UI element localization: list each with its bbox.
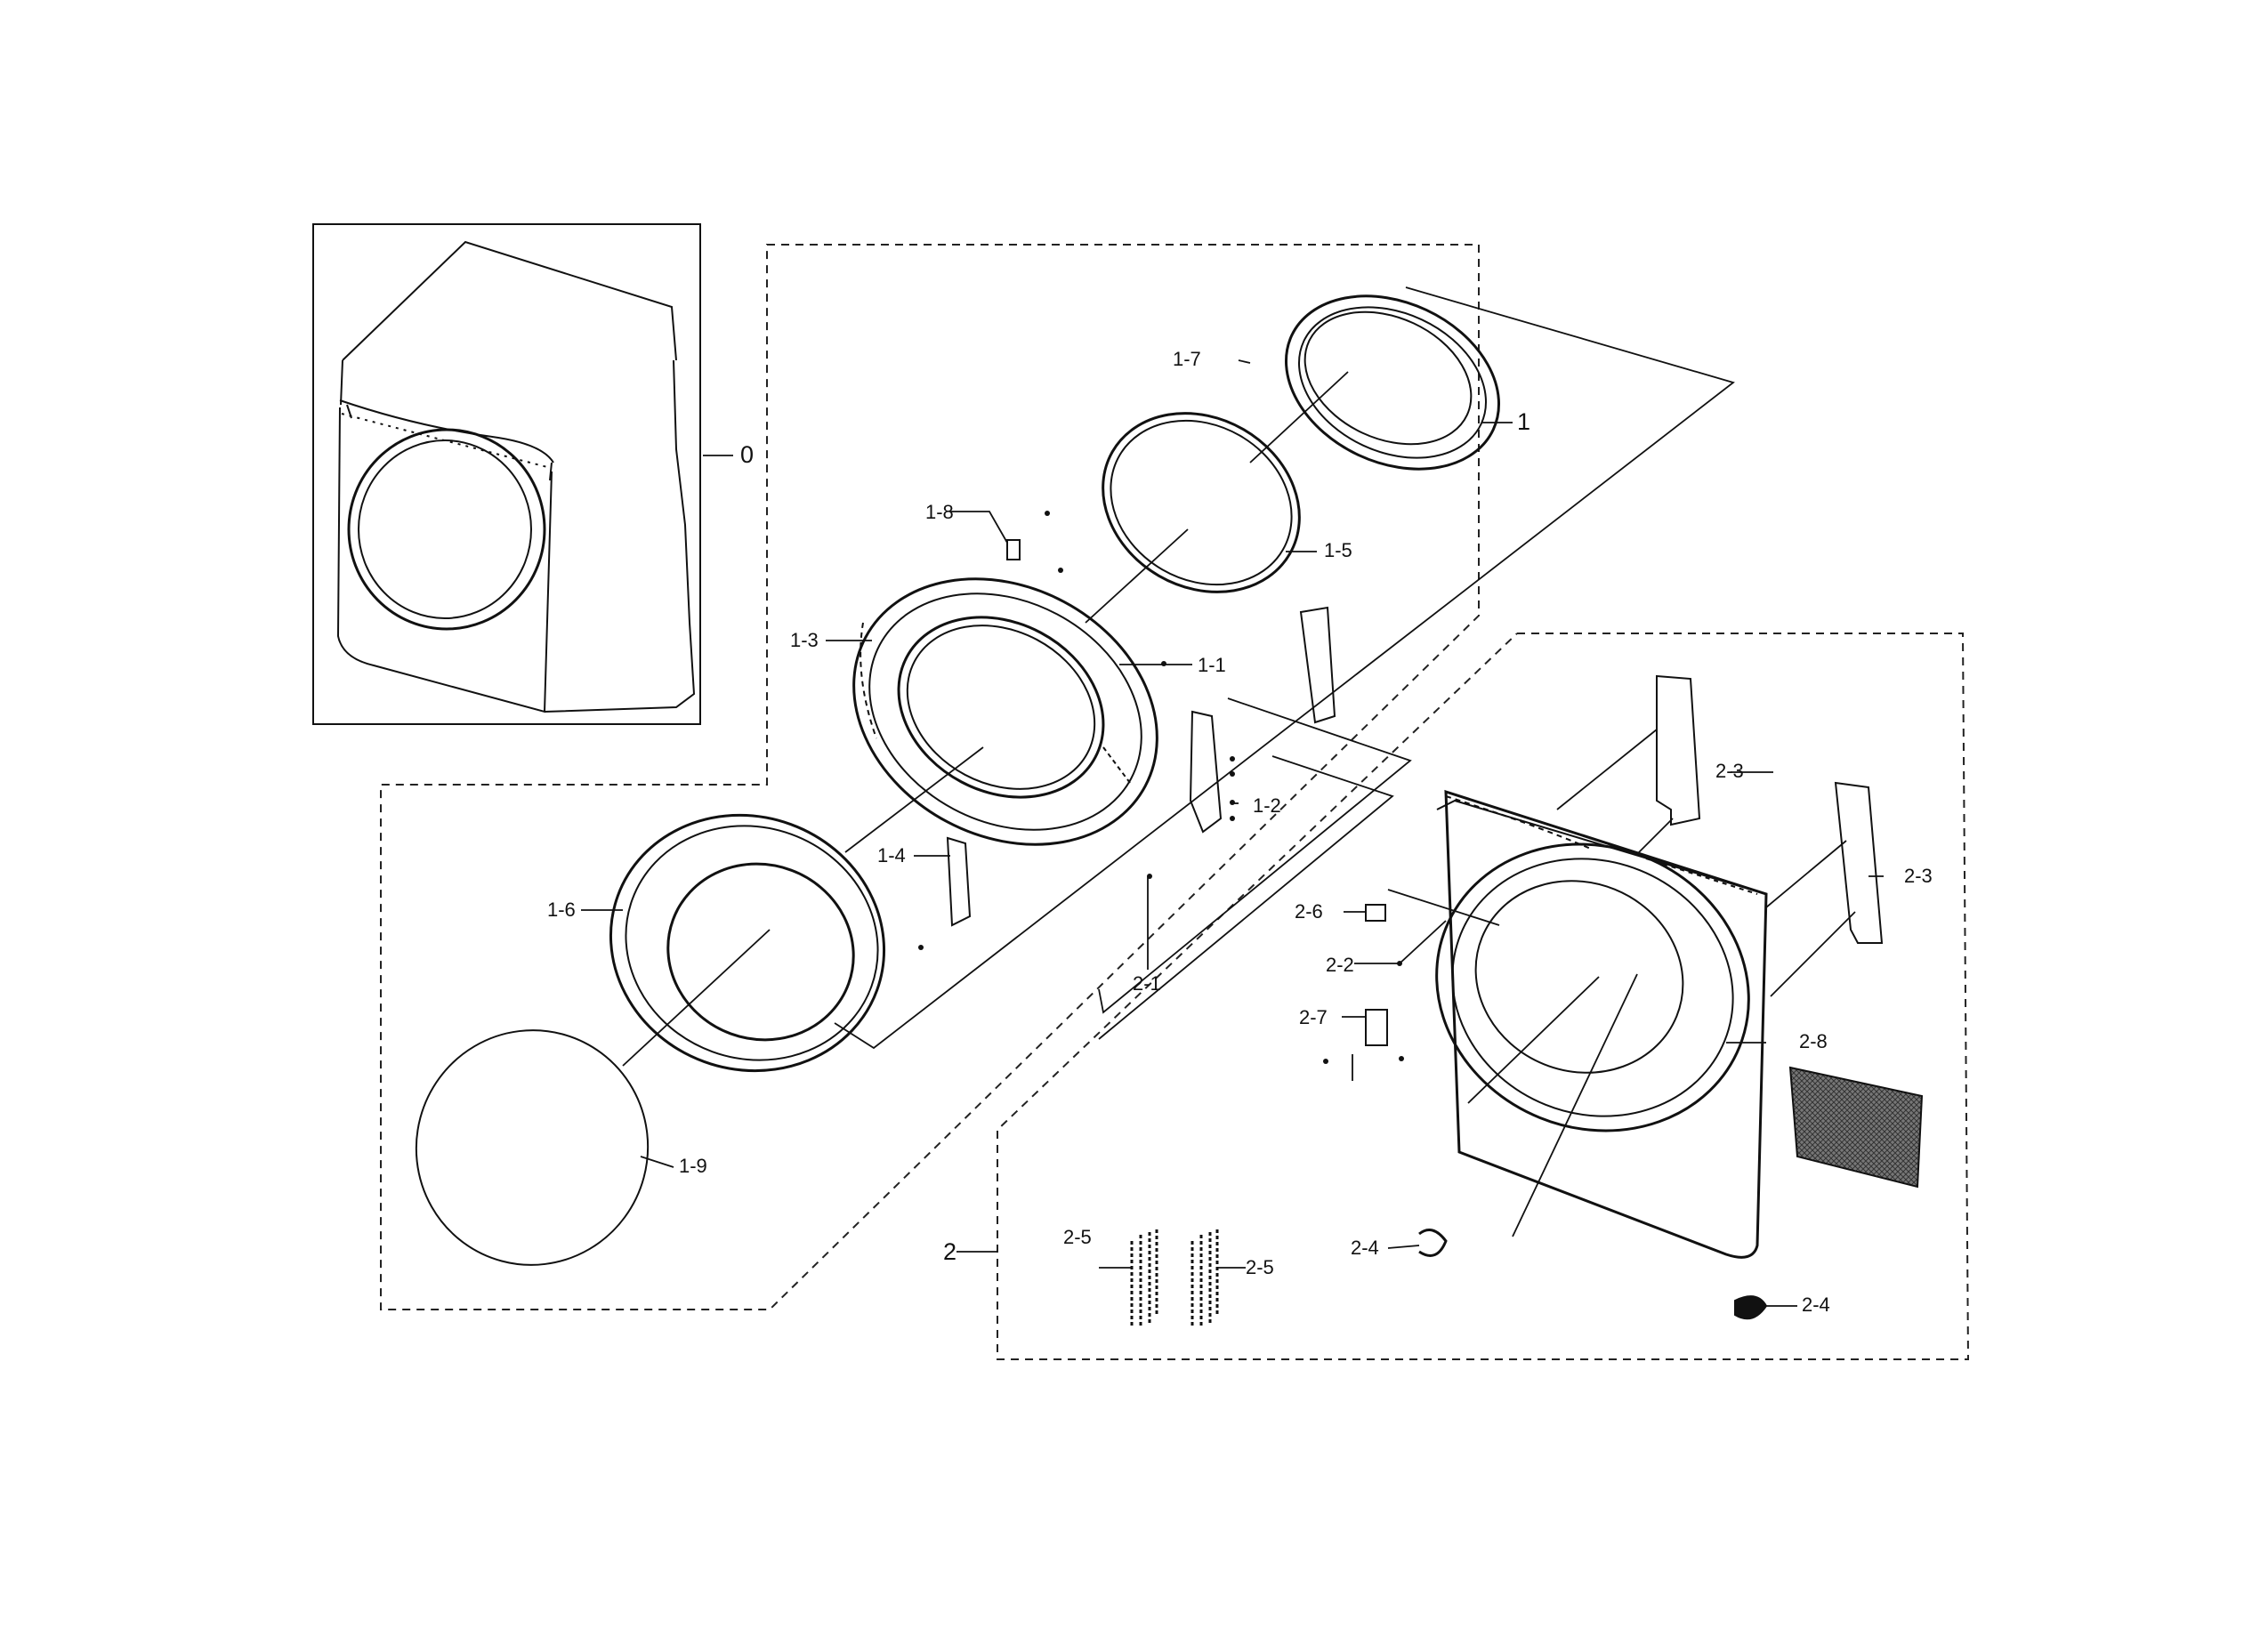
part-2-7-latch <box>1323 1009 1404 1081</box>
part-2-8-front-panel <box>1435 789 1768 1259</box>
callout-1-7: 1-7 <box>1173 348 1201 370</box>
hinge-plate <box>1299 606 1336 724</box>
callout-1-1: 1-1 <box>1198 654 1226 676</box>
callout-1-5: 1-5 <box>1324 539 1352 561</box>
part-2-1-leader-lines <box>1098 697 1412 1040</box>
callout-2-2: 2-2 <box>1326 954 1354 976</box>
callout-2: 2 <box>943 1238 957 1265</box>
part-2-4-clip-upper <box>1418 1229 1448 1257</box>
callout-2-1: 2-1 <box>1133 972 1161 995</box>
callout-2-5-left: 2-5 <box>1063 1226 1092 1248</box>
callout-2-7: 2-7 <box>1299 1006 1328 1028</box>
part-2-8-filter-mesh <box>1788 1066 1924 1189</box>
part-1-4-hinge <box>918 836 972 950</box>
callout-1-6: 1-6 <box>547 899 576 921</box>
part-1-8-hinge-part <box>1006 511 1063 573</box>
callout-2-3-upper: 2-3 <box>1715 760 1744 782</box>
part-1-9-cover <box>415 1029 650 1266</box>
part-1-1-hinge-assembly <box>1147 661 1223 879</box>
part-2-5-strip-right <box>1190 1229 1219 1327</box>
callout-1-4: 1-4 <box>877 844 906 866</box>
part-1-3-door-frame <box>844 577 1158 853</box>
callout-2-5-right: 2-5 <box>1246 1256 1274 1278</box>
assembly-1-long-leader <box>834 286 1735 1050</box>
part-2-4-clip-lower <box>1734 1295 1768 1320</box>
part-2-5-strip-left <box>1130 1229 1158 1327</box>
callout-2-4-lower: 2-4 <box>1802 1293 1830 1316</box>
callout-2-6: 2-6 <box>1295 900 1323 923</box>
assembly-1-boundary <box>380 244 1480 1310</box>
callout-1-8: 1-8 <box>925 501 954 523</box>
callout-2-4-upper: 2-4 <box>1351 1237 1379 1259</box>
overview-frame <box>312 223 701 725</box>
part-2-3-bracket-upper <box>1556 674 1701 855</box>
assembly-2-boundary <box>997 633 1970 1360</box>
assembly-0-overview <box>312 223 701 725</box>
part-1-6-inner-door-glass <box>609 813 886 1073</box>
callout-1-3: 1-3 <box>790 629 819 651</box>
part-1-2-screws <box>1230 756 1235 821</box>
part-2-6-sensor <box>1365 889 1500 926</box>
part-2-3-bracket-lower <box>1765 781 1884 997</box>
part-1-7-outer-door-cover <box>1249 294 1501 471</box>
callout-1-9: 1-9 <box>679 1155 707 1177</box>
callout-2-3-lower: 2-3 <box>1904 865 1933 887</box>
callout-1: 1 <box>1517 408 1531 435</box>
callout-leaders <box>581 359 1884 1307</box>
callout-2-8: 2-8 <box>1799 1030 1828 1052</box>
callout-0: 0 <box>740 441 755 468</box>
dryer-cabinet-illustration <box>336 240 696 713</box>
part-1-5-door-gasket <box>1085 412 1301 624</box>
callout-1-2: 1-2 <box>1253 794 1281 817</box>
